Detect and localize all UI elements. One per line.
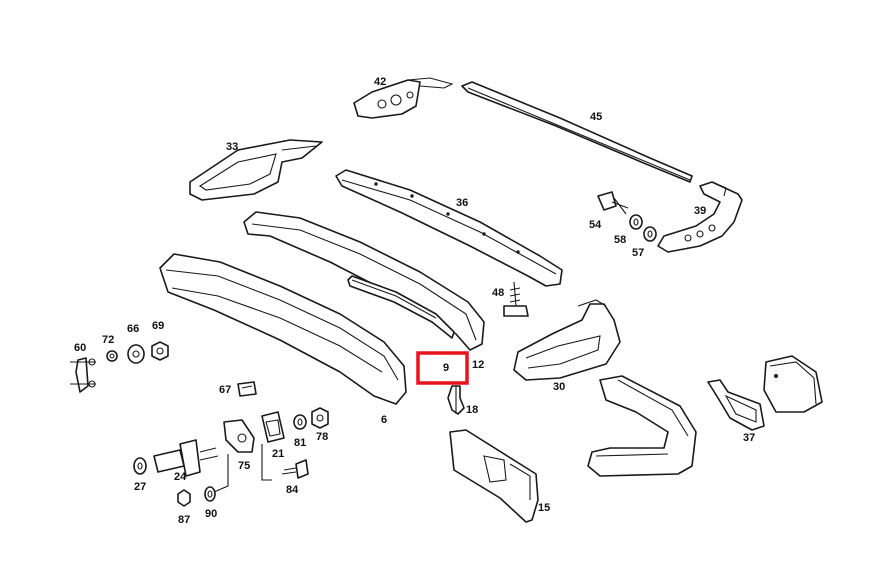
part-84-bolt (281, 459, 309, 479)
group-line-21 (261, 444, 272, 481)
callout-33: 33 (226, 141, 238, 153)
part-36-reinforcement (335, 169, 563, 287)
part-33-end-cap (189, 139, 323, 201)
part-75-mount (223, 419, 255, 453)
callout-39: 39 (694, 205, 706, 217)
lower-bumper-cover (587, 375, 697, 477)
part-6-main-bumper (159, 253, 407, 405)
part-54-bolt (597, 191, 629, 215)
part-78-nut (311, 407, 329, 429)
part-60-bracket (70, 357, 96, 393)
callout-24: 24 (174, 471, 187, 483)
callout-60: 60 (74, 342, 86, 354)
callout-75: 75 (238, 460, 250, 472)
part-27-washer (133, 457, 147, 475)
callout-30: 30 (553, 381, 565, 393)
part-57-washer (643, 226, 657, 242)
callout-12: 12 (472, 359, 484, 371)
callout-6: 6 (381, 414, 387, 426)
part-39-bracket (657, 181, 743, 253)
part-72-nut (106, 350, 118, 362)
part-12-bumper-strip (243, 211, 485, 351)
part-21-rubber-mount (261, 411, 285, 443)
callout-69: 69 (152, 320, 164, 332)
callout-72: 72 (102, 334, 114, 346)
part-15-panel (449, 429, 539, 523)
part-18-clip (447, 385, 465, 415)
callout-67: 67 (219, 384, 231, 396)
part-42-bracket (353, 77, 454, 119)
callout-54: 54 (589, 219, 602, 231)
part-87-nut (177, 489, 191, 507)
part-48-screw (503, 281, 529, 317)
callout-27: 27 (134, 481, 146, 493)
callout-45: 45 (590, 111, 602, 123)
part-45-support-rail (461, 81, 693, 183)
highlight-box-part-9 (416, 351, 469, 385)
callout-42: 42 (374, 76, 386, 88)
callout-18: 18 (466, 404, 478, 416)
callout-48: 48 (492, 287, 504, 299)
part-81-washer (293, 414, 307, 430)
callout-84: 84 (286, 484, 299, 496)
part-67-plate (237, 381, 257, 397)
part-69-nut (151, 341, 169, 361)
callout-36: 36 (456, 197, 468, 209)
part-58-washer (629, 214, 643, 230)
callout-58: 58 (614, 234, 626, 246)
callout-57: 57 (632, 247, 644, 259)
callout-9: 9 (443, 362, 449, 374)
part-9-rubber-strip (347, 275, 455, 339)
callout-78: 78 (316, 431, 328, 443)
callout-37: 37 (743, 432, 755, 444)
part-90-washer (204, 486, 216, 502)
lamp-housing (763, 355, 823, 413)
part-24-bolt (153, 439, 219, 477)
callout-90: 90 (205, 508, 217, 520)
part-37-holder (707, 379, 765, 431)
callout-15: 15 (538, 502, 550, 514)
callout-21: 21 (272, 448, 284, 460)
callout-66: 66 (127, 323, 139, 335)
part-30-end-cap (513, 299, 621, 381)
part-66-washer (127, 344, 145, 364)
callout-81: 81 (294, 437, 306, 449)
group-line-75 (213, 454, 229, 493)
callout-87: 87 (178, 514, 190, 526)
